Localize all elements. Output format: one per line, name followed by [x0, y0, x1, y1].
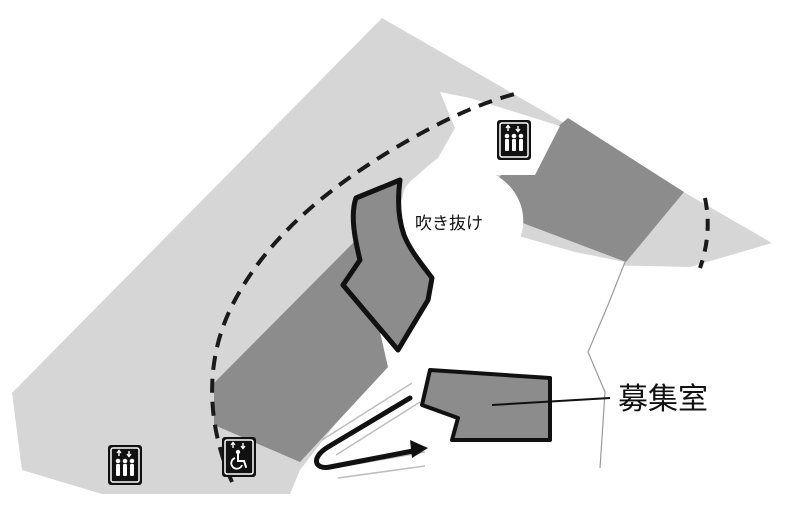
fundraising-room-label: 募集室 [618, 382, 708, 417]
label-pointer-line [491, 397, 611, 406]
ramp-arrow-line [314, 395, 421, 470]
dashed-route [210, 90, 523, 483]
ramp [314, 382, 428, 479]
outlined-room [340, 177, 435, 353]
atrium-opening [401, 164, 524, 267]
inner-floor-outline [587, 261, 626, 469]
fundraising-room [420, 368, 552, 442]
elevator-icon [497, 120, 531, 160]
elevator-icon [108, 445, 142, 485]
ramp-arrow-head [410, 440, 428, 458]
wheelchair-elevator-icon [222, 437, 256, 477]
dashed-route-right [698, 197, 710, 269]
atrium-label: 吹き抜け [415, 214, 483, 234]
